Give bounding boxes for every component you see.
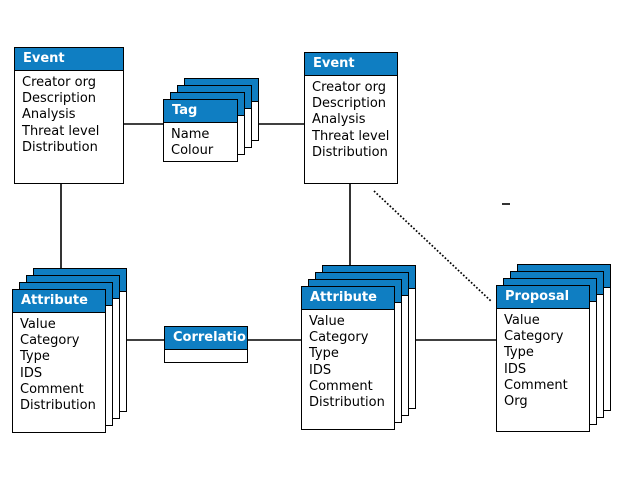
attribute-item: Analysis [312,112,366,128]
entity-title: Event [305,53,397,76]
attribute-item: Type [504,345,534,361]
attribute-item: Description [312,96,387,112]
attribute-item: Distribution [22,139,98,155]
entity-attribute-list: Value Category Type IDS Comment Distribu… [13,313,105,419]
entity-card: Tag Name Colour [163,99,238,162]
entity-title: Tag [164,100,237,123]
entity-proposal[interactable]: Proposal Value Category Type IDS Comment… [496,264,621,432]
attribute-item: Threat level [22,123,100,139]
entity-card: Correlation [164,326,248,363]
attribute-item: Analysis [22,107,76,123]
entity-title: Attribute [13,290,105,313]
attribute-item: Creator org [312,80,386,95]
entity-card: Proposal Value Category Type IDS Comment… [496,285,590,432]
entity-correlation[interactable]: Correlation [164,326,248,363]
attribute-item: Value [504,313,540,328]
attribute-item: Category [20,333,80,349]
attribute-item: Creator org [22,75,96,90]
entity-tag[interactable]: Tag Name Colour [163,78,259,162]
attribute-item: IDS [20,365,43,381]
attribute-item: Comment [504,377,568,393]
entity-title: Correlation [165,327,247,350]
entity-title: Proposal [497,286,589,309]
entity-attribute-left[interactable]: Attribute Value Category Type IDS Commen… [12,268,137,433]
entity-title: Attribute [302,287,394,310]
attribute-item: Type [20,349,50,365]
entity-title: Event [15,48,123,71]
attribute-item: IDS [309,362,332,378]
attribute-item: Category [504,329,564,345]
entity-event-left[interactable]: Event Creator org Description Analysis T… [14,47,124,184]
entity-attribute-list: Creator org Description Analysis Threat … [15,71,123,161]
attribute-item: Comment [309,378,373,394]
attribute-item: Distribution [309,395,385,411]
entity-card: Attribute Value Category Type IDS Commen… [301,286,395,430]
attribute-item: Value [309,314,345,329]
entity-card: Event Creator org Description Analysis T… [14,47,124,184]
entity-card: Event Creator org Description Analysis T… [304,52,398,184]
entity-attribute-list: Value Category Type IDS Comment Distribu… [302,310,394,416]
attribute-item: Description [22,91,97,107]
entity-attribute-list: Value Category Type IDS Comment Org [497,309,589,415]
attribute-item: Comment [20,381,84,397]
attribute-item: IDS [504,361,527,377]
entity-attribute-list: Name Colour [164,123,237,164]
attribute-item: Org [504,394,528,410]
attribute-item: Distribution [312,144,388,160]
entity-card: Attribute Value Category Type IDS Commen… [12,289,106,433]
attribute-item: Type [309,346,339,362]
entity-attribute-list: Creator org Description Analysis Threat … [305,76,397,166]
attribute-item: Value [20,317,56,332]
attribute-item: Threat level [312,128,390,144]
entity-attribute-middle[interactable]: Attribute Value Category Type IDS Commen… [301,265,426,430]
entity-event-right[interactable]: Event Creator org Description Analysis T… [304,52,398,184]
attribute-item: Name [171,127,210,142]
attribute-item: Category [309,330,369,346]
attribute-item: Distribution [20,398,96,414]
attribute-item: Colour [171,143,214,159]
entity-attribute-list [165,350,247,364]
